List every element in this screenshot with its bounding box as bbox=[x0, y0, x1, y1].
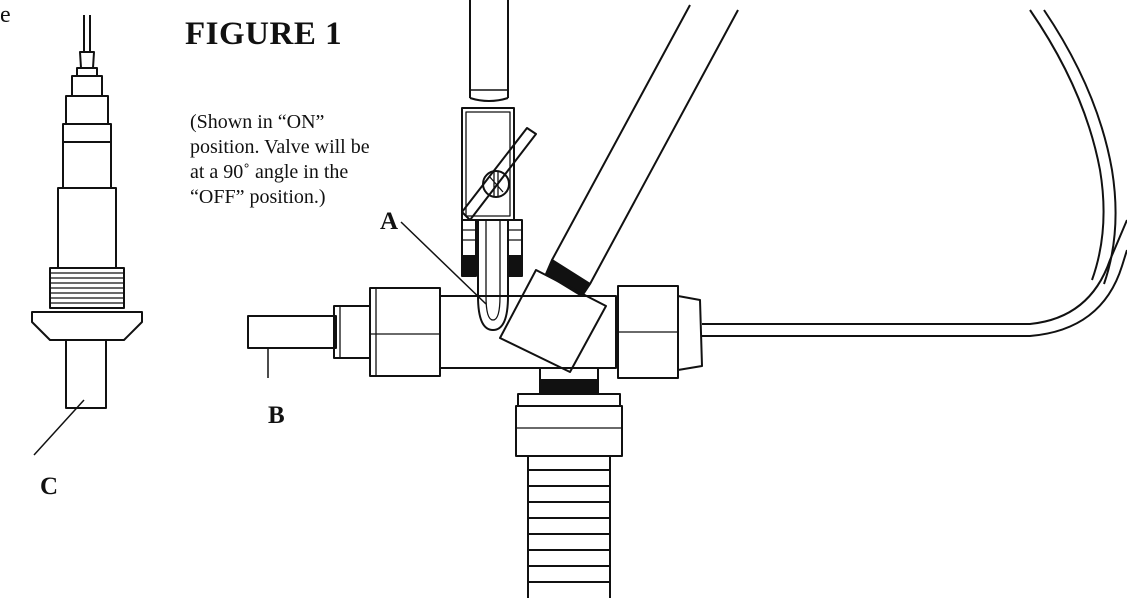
note-line: at a 90˚ angle in the bbox=[190, 161, 349, 183]
sensor-threads bbox=[49, 267, 125, 309]
note-line: (Shown in “ON” bbox=[190, 111, 325, 133]
pipe-b bbox=[247, 315, 337, 349]
callout-label-b: B bbox=[268, 402, 285, 429]
sensor-wire bbox=[83, 15, 91, 52]
sensor-tip bbox=[65, 339, 107, 409]
callout-label-c: C bbox=[40, 473, 59, 500]
diagonal-tube bbox=[499, 4, 739, 373]
leader-a bbox=[400, 221, 487, 305]
note-line: position. Valve will be bbox=[190, 136, 370, 158]
leader-c bbox=[33, 399, 85, 456]
valve-lever bbox=[461, 127, 537, 221]
u-bend-tube bbox=[477, 220, 509, 331]
diagonal-elbow bbox=[499, 269, 607, 373]
upper-tube bbox=[461, 0, 515, 221]
valve-screw bbox=[482, 170, 510, 198]
corrugated-hose bbox=[527, 456, 611, 598]
tee-fitting bbox=[247, 285, 703, 379]
sensor-hex-nut bbox=[31, 311, 143, 341]
lower-hose bbox=[515, 367, 623, 598]
diagonal-tube-band bbox=[545, 259, 591, 297]
sensor-probe-assembly bbox=[31, 15, 143, 456]
outlet-tube bbox=[702, 9, 1127, 337]
shutoff-valve bbox=[400, 127, 537, 331]
edge-fragment-char: e bbox=[0, 2, 11, 28]
note-line: “OFF” position.) bbox=[190, 186, 326, 208]
figure-title: FIGURE 1 bbox=[185, 16, 343, 52]
position-note: (Shown in “ON” position. Valve will be a… bbox=[190, 110, 390, 210]
callout-label-a: A bbox=[380, 208, 399, 235]
